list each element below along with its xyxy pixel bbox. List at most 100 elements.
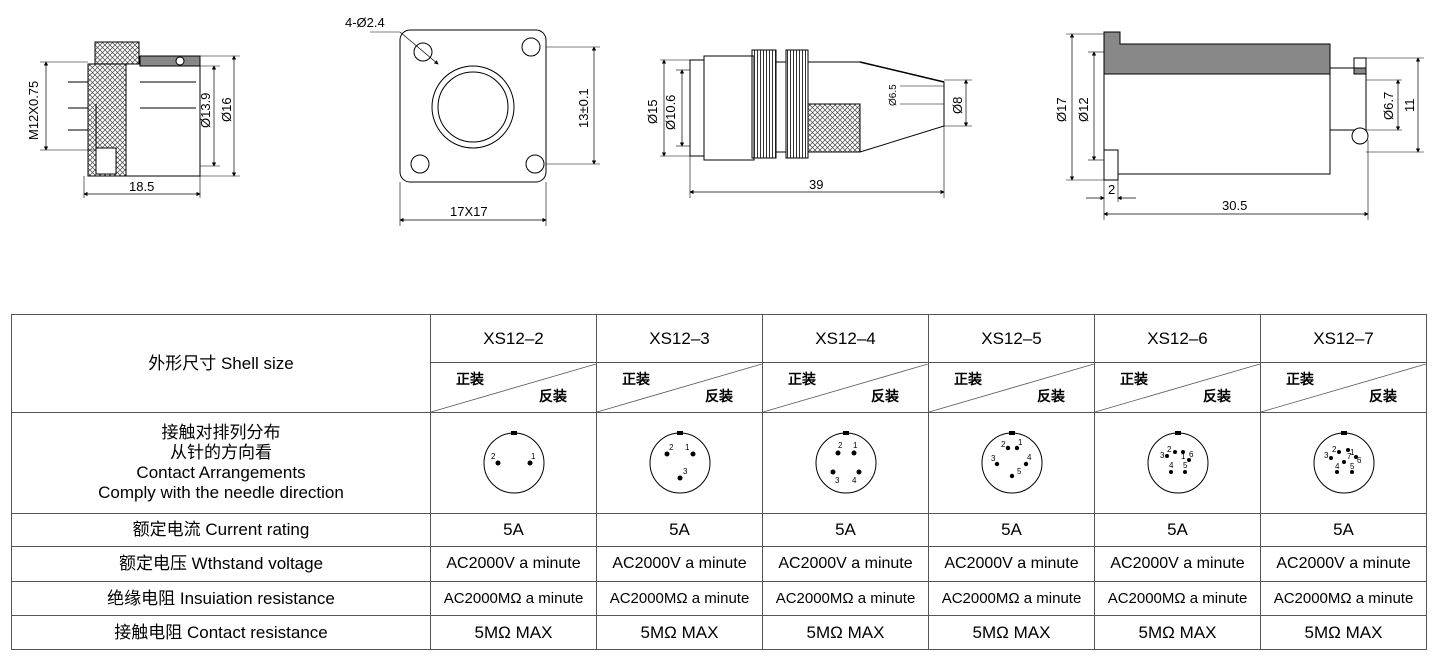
pin-label: 4 [1027, 453, 1032, 462]
socket-d2-label: Ø12 [1076, 97, 1091, 122]
front-mount-label: 正装 [622, 370, 650, 387]
pin-layout-cell: 3 2 1 6 4 5 [1094, 412, 1261, 514]
current-rating-value: 5A [762, 513, 929, 547]
front-mount-label: 正装 [954, 370, 982, 387]
mount-cell: 正装反装 [596, 362, 763, 413]
contact-resistance-value: 5MΩ MAX [596, 615, 763, 650]
mount-cell: 正装反装 [430, 362, 597, 413]
current-rating-value: 5A [596, 513, 763, 547]
withstand-voltage-value: AC2000V a minute [1094, 546, 1261, 582]
current-rating-value: 5A [928, 513, 1095, 547]
front-hole-tr [521, 37, 541, 57]
side-screw [175, 56, 185, 66]
side-flange [139, 55, 201, 67]
mount-cell: 正装反装 [1260, 362, 1427, 413]
socket-d3-label: Ø6.7 [1381, 92, 1396, 120]
plug-view [660, 49, 972, 198]
insulation-resistance-value: AC2000MΩ a minute [928, 581, 1095, 616]
mount-row: 正装反装 正装反装 正装反装 正装反装 正装反装 正装反装 [12, 362, 1427, 413]
pin-label: 6 [1357, 456, 1362, 465]
pin-label: 2 [1332, 445, 1337, 454]
model-header: XS12–6 [1094, 314, 1261, 363]
pin-label: 3 [683, 467, 688, 476]
current-rating-value: 5A [1260, 513, 1427, 547]
model-header: XS12–5 [928, 314, 1095, 363]
front-view [370, 29, 600, 226]
pin-layout-cell: 2 1 3 4 [762, 412, 929, 514]
front-height-label: 13±0.1 [576, 88, 591, 128]
pin-diagram-7: 3 2 1 6 7 4 5 [1313, 431, 1374, 494]
mount-cell: 正装反装 [762, 362, 929, 413]
withstand-voltage-value: AC2000V a minute [1260, 546, 1427, 582]
socket-end [1103, 149, 1119, 181]
contact-label-cn-1: 接触对排列分布 [161, 423, 281, 442]
plug-d1-label: Ø15 [645, 99, 660, 124]
insulation-resistance-value: AC2000MΩ a minute [430, 581, 597, 616]
reverse-mount-label: 反装 [1037, 387, 1065, 404]
side-length-label: 18.5 [129, 179, 154, 194]
pin-label: 3 [1160, 451, 1165, 460]
pin-label: 5 [1017, 467, 1022, 476]
current-rating-value: 5A [1094, 513, 1261, 547]
model-header: XS12–2 [430, 314, 597, 363]
pin-label: 4 [1335, 462, 1340, 471]
reverse-mount-label: 反装 [1203, 387, 1231, 404]
insulation-resistance-label: 绝缘电阻 Insuiation resistance [11, 581, 431, 616]
socket-d4-label: 11 [1402, 99, 1417, 113]
socket-view [1066, 31, 1424, 220]
pin-label: 2 [1167, 445, 1172, 454]
pin-diagram-3: 2 1 3 [649, 431, 710, 494]
plug-knurl-2 [785, 49, 809, 159]
insulation-resistance-value: AC2000MΩ a minute [596, 581, 763, 616]
pin-layout-cell: 2 1 [430, 412, 597, 514]
plug-length-label: 39 [809, 177, 823, 192]
front-mount-label: 正装 [456, 370, 484, 387]
contact-label-cell: 接触对排列分布 从针的方向看 Contact Arrangements Comp… [11, 412, 431, 514]
side-hex [95, 147, 117, 175]
reverse-mount-label: 反装 [539, 387, 567, 404]
pin-label: 1 [1181, 452, 1186, 461]
connector-drawings: M12X0.75 Ø13.9 Ø16 18.5 4-Ø2.4 13±0.1 17… [26, 15, 1424, 226]
withstand-voltage-value: AC2000V a minute [596, 546, 763, 582]
front-holes-label: 4-Ø2.4 [345, 15, 385, 30]
pin-label: 5 [1183, 461, 1188, 470]
plug-hatch [807, 103, 861, 153]
pin-layout-cell: 3 2 1 6 7 4 5 [1260, 412, 1427, 514]
pin-label: 3 [1324, 451, 1329, 460]
model-header: XS12–4 [762, 314, 929, 363]
side-nut [94, 41, 140, 65]
insulation-resistance-value: AC2000MΩ a minute [1260, 581, 1427, 616]
contact-label-cn-2: 从针的方向看 [170, 443, 272, 462]
plug-knurl-1 [751, 49, 777, 159]
pin-label: 4 [852, 476, 857, 485]
mount-cell: 正装反装 [928, 362, 1095, 413]
side-view [40, 41, 240, 198]
contact-resistance-value: 5MΩ MAX [1094, 615, 1261, 650]
pin-diagram-5: 2 1 3 4 5 [981, 431, 1042, 494]
contact-resistance-value: 5MΩ MAX [762, 615, 929, 650]
front-mount-label: 正装 [1286, 370, 1314, 387]
model-header: XS12–3 [596, 314, 763, 363]
withstand-voltage-value: AC2000V a minute [762, 546, 929, 582]
current-row: 额定电流 Current rating 5A 5A 5A 5A 5A 5A [11, 513, 1427, 547]
pin-label: 1 [685, 443, 690, 452]
front-hole-tl [413, 42, 433, 62]
front-mount-label: 正装 [1120, 370, 1148, 387]
withstand-voltage-label: 额定电压 Wthstand voltage [11, 546, 431, 582]
contact-label-en-2: Comply with the needle direction [98, 483, 344, 502]
contact-resistance-value: 5MΩ MAX [1260, 615, 1427, 650]
socket-flange-label: 2 [1108, 182, 1115, 197]
socket-hex [1351, 127, 1369, 145]
insulation-resistance-value: AC2000MΩ a minute [1094, 581, 1261, 616]
pin-diagram-6: 3 2 1 6 4 5 [1147, 431, 1208, 494]
plug-d2-label: Ø10.6 [663, 95, 678, 130]
pin-label: 1 [853, 441, 858, 450]
pin-label: 1 [531, 452, 536, 461]
pin-layout-cell: 2 1 3 4 5 [928, 412, 1095, 514]
pin-label: 2 [669, 443, 674, 452]
model-row: 外形尺寸 Shell size XS12–2 XS12–3 XS12–4 XS1… [11, 314, 1427, 413]
pin-label: 1 [1350, 448, 1355, 457]
model-header: XS12–7 [1260, 314, 1427, 363]
front-hole-bl [410, 154, 430, 174]
pin-diagram-2: 2 1 [483, 431, 544, 494]
